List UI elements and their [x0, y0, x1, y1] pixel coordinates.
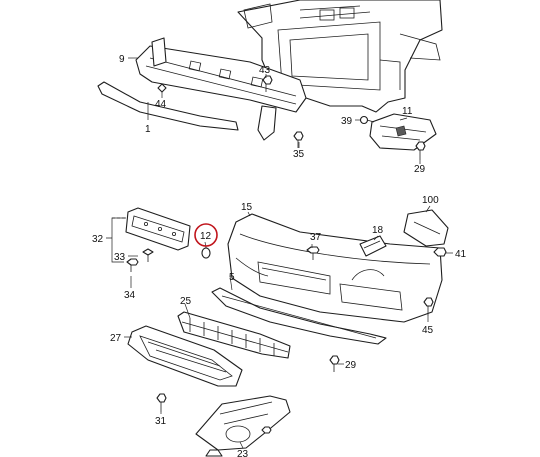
- callout-25: 25: [180, 296, 192, 307]
- corner-bracket: [403, 209, 449, 257]
- callout-29-lower: 29: [345, 360, 357, 371]
- callout-32: 32: [92, 234, 104, 245]
- callout-35: 35: [293, 149, 305, 160]
- fog-trim: [195, 395, 291, 457]
- callout-18: 18: [372, 225, 384, 236]
- callout-37: 37: [310, 232, 322, 243]
- callout-41: 41: [455, 249, 467, 260]
- callout-15: 15: [241, 202, 253, 213]
- callout-34: 34: [124, 290, 136, 301]
- lower-grille: [177, 311, 291, 359]
- bumper-cover: [227, 213, 443, 323]
- callout-39: 39: [341, 116, 353, 127]
- callout-31: 31: [155, 416, 167, 427]
- side-bracket: [359, 113, 437, 151]
- callout-11: 11: [402, 106, 413, 117]
- callout-29-upper: 29: [414, 164, 426, 175]
- spoiler-lip: [211, 287, 387, 345]
- callout-100: 100: [422, 195, 439, 206]
- callout-9: 9: [119, 54, 125, 65]
- callout-labels: 1 5 9 11 12 15 18 23 25 27 29 29 31 32 3…: [92, 54, 467, 457]
- impact-beam: [135, 37, 307, 141]
- highlight-circle: [194, 223, 218, 247]
- fasteners-middle: [156, 246, 434, 412]
- tow-cover: [359, 235, 387, 257]
- callout-23: 23: [237, 449, 249, 457]
- callout-43: 43: [259, 65, 271, 76]
- callout-33: 33: [114, 252, 126, 263]
- callout-12: 12: [200, 231, 212, 242]
- callout-27: 27: [110, 333, 122, 344]
- bolts-upper: [157, 75, 426, 160]
- callout-5: 5: [229, 272, 235, 283]
- grille-frame: [127, 325, 243, 387]
- trim-bar: [97, 81, 239, 131]
- plate-holder: [112, 207, 191, 272]
- callout-45: 45: [422, 325, 434, 336]
- callout-1: 1: [145, 124, 151, 135]
- leader-lines: [106, 57, 453, 449]
- callout-44: 44: [155, 99, 167, 110]
